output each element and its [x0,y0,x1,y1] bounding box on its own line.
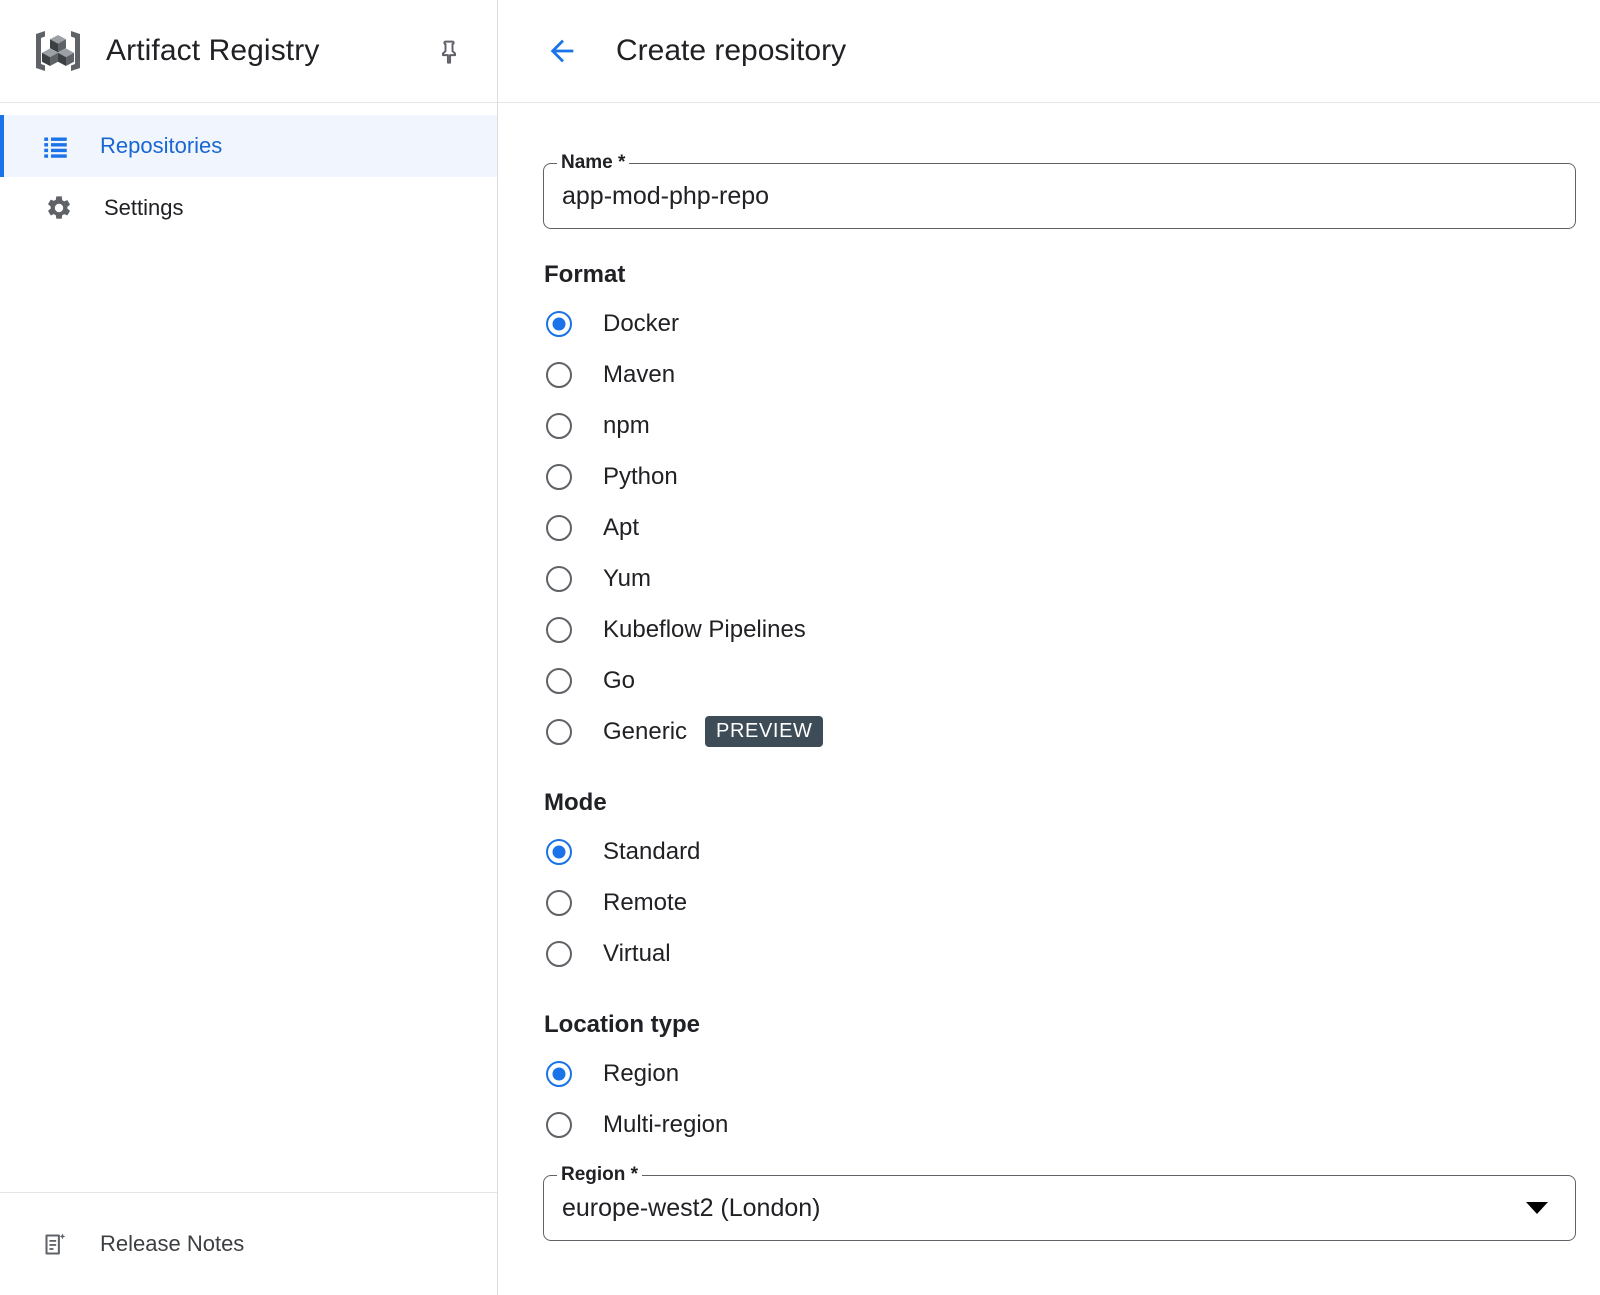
region-field-label: Region * [561,1164,639,1185]
location-type-group-title: Location type [544,1011,701,1038]
release-notes-link[interactable]: Release Notes [0,1192,497,1295]
pin-icon[interactable] [427,29,471,73]
sidebar-item-label: Settings [104,195,184,220]
page-header: Create repository [498,0,1600,103]
format-option-label: Generic [603,717,688,745]
format-option-label: Go [603,666,636,694]
radio-icon[interactable] [546,310,572,337]
create-repository-form: Name * app-mod-php-repo Format Docker Ma… [498,103,1600,1295]
radio-icon[interactable] [546,667,572,694]
format-option-kubeflow-pipelines[interactable]: Kubeflow Pipelines [543,604,1600,655]
format-group: Format Docker Maven npm Python [543,261,1600,757]
sidebar-header: Artifact Registry [0,0,497,103]
radio-icon[interactable] [546,361,572,388]
sidebar: Artifact Registry [0,0,498,1295]
format-option-go[interactable]: Go [543,655,1600,706]
location-type-option-multi-region[interactable]: Multi-region [543,1099,1600,1150]
mode-option-label: Standard [603,837,701,865]
format-option-label: Docker [603,309,680,337]
format-option-label: Apt [603,513,640,541]
format-option-label: Kubeflow Pipelines [603,615,806,643]
sidebar-nav: Repositories Settings [0,103,497,1192]
page-title: Create repository [616,34,847,67]
radio-icon[interactable] [546,412,572,439]
mode-option-label: Virtual [603,939,671,967]
name-field-notch: Name * [557,152,630,174]
format-option-label: Yum [603,564,652,592]
name-field-label: Name * [561,152,626,173]
mode-option-standard[interactable]: Standard [543,826,1600,877]
main-content: Create repository Name * app-mod-php-rep… [498,0,1600,1295]
format-option-docker[interactable]: Docker [543,298,1600,349]
format-option-apt[interactable]: Apt [543,502,1600,553]
radio-icon[interactable] [546,718,572,745]
radio-icon[interactable] [546,940,572,967]
radio-icon[interactable] [546,1111,572,1138]
radio-icon[interactable] [546,889,572,916]
product-title: Artifact Registry [106,34,320,67]
release-notes-icon [40,1229,70,1259]
radio-icon[interactable] [546,565,572,592]
mode-option-label: Remote [603,888,688,916]
release-notes-label: Release Notes [100,1231,245,1256]
radio-icon[interactable] [546,463,572,490]
format-option-npm[interactable]: npm [543,400,1600,451]
name-input-value[interactable]: app-mod-php-repo [562,182,770,210]
preview-badge: PREVIEW [705,716,824,747]
name-field[interactable]: Name * app-mod-php-repo [543,152,1576,229]
list-icon [40,131,70,161]
region-spacer [543,1150,1600,1175]
mode-group: Mode Standard Remote Virtual [543,789,1600,979]
sidebar-item-label: Repositories [100,133,223,158]
format-option-yum[interactable]: Yum [543,553,1600,604]
location-type-option-label: Region [603,1059,680,1087]
location-type-group: Location type Region Multi-region [543,1011,1600,1150]
radio-icon[interactable] [546,616,572,643]
format-group-title: Format [544,261,626,288]
sidebar-item-repositories[interactable]: Repositories [0,115,497,177]
mode-group-title: Mode [544,789,607,816]
format-option-label: npm [603,411,650,439]
chevron-down-icon[interactable] [1526,1202,1548,1214]
radio-icon[interactable] [546,514,572,541]
region-field-notch: Region * [557,1164,643,1186]
mode-option-virtual[interactable]: Virtual [543,928,1600,979]
radio-icon[interactable] [546,838,572,865]
format-option-label: Python [603,462,678,490]
region-select[interactable]: Region * europe-west2 (London) [543,1164,1576,1241]
format-option-generic[interactable]: Generic PREVIEW [543,706,1600,757]
format-option-python[interactable]: Python [543,451,1600,502]
gear-icon [44,193,74,223]
arrow-left-icon[interactable] [538,27,586,75]
format-option-label: Maven [603,360,676,388]
mode-option-remote[interactable]: Remote [543,877,1600,928]
sidebar-item-settings[interactable]: Settings [0,177,497,239]
region-selected-value[interactable]: europe-west2 (London) [562,1194,821,1222]
location-type-option-region[interactable]: Region [543,1048,1600,1099]
location-type-option-label: Multi-region [603,1110,729,1138]
artifact-registry-logo-icon [30,23,86,79]
format-option-maven[interactable]: Maven [543,349,1600,400]
radio-icon[interactable] [546,1060,572,1087]
